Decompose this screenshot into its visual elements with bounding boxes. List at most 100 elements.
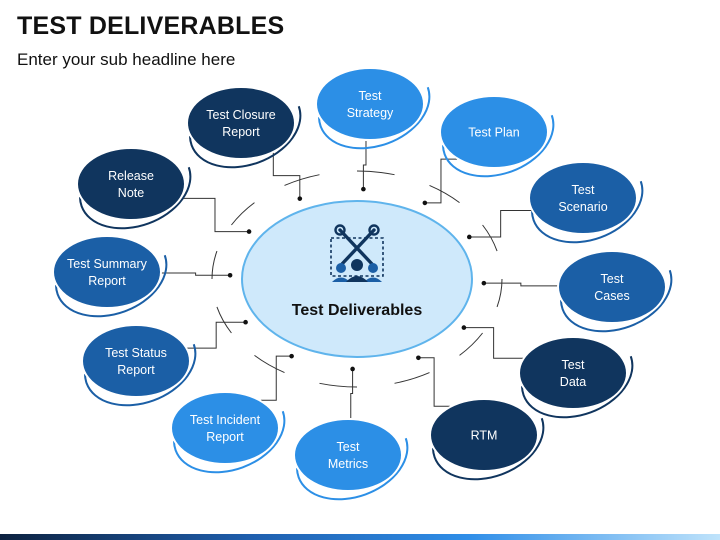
node-shape <box>559 252 665 322</box>
connector-test-cases <box>483 282 558 287</box>
node-outer-arc <box>559 247 673 333</box>
page-subtitle: Enter your sub headline here <box>17 50 236 69</box>
connector-dot-test-status-report <box>243 319 248 325</box>
connector-dot-test-data <box>461 325 467 330</box>
ring-arc-segment <box>356 170 395 176</box>
ring-arc-segment <box>211 250 218 280</box>
node-label-line: Data <box>560 375 586 389</box>
node-label-line: Test Status <box>105 346 167 360</box>
ring-arc-segment <box>319 382 358 388</box>
node-label-line: Note <box>118 186 144 200</box>
page-title: TEST DELIVERABLES <box>17 12 285 40</box>
node-label-line: Report <box>88 274 126 288</box>
node-shape <box>530 163 636 233</box>
connector-dot-test-cases <box>481 280 487 286</box>
node-shape <box>172 393 278 463</box>
node-rtm: RTM <box>429 395 545 481</box>
connector-layer <box>161 140 558 418</box>
connector-test-data <box>463 327 524 359</box>
center-hub: Test Deliverables <box>241 200 473 358</box>
node-outer-arc <box>83 321 197 407</box>
connector-dot-test-closure-report <box>297 196 303 201</box>
node-shape <box>188 88 294 158</box>
connector-dot-test-metrics <box>350 366 355 372</box>
node-label-line: Test <box>359 89 382 103</box>
node-outer-arc <box>520 333 634 419</box>
node-outer-arc <box>188 83 302 169</box>
node-outer-arc <box>317 64 431 150</box>
ring-arc-segment <box>231 202 255 226</box>
node-test-plan: Test Plan <box>439 92 555 178</box>
bottom-accent-bar <box>0 534 720 540</box>
node-label-line: Report <box>222 125 260 139</box>
node-outer-arc <box>78 144 192 230</box>
node-shape <box>54 237 160 307</box>
connector-test-scenario <box>469 210 533 238</box>
ring-arc-segment <box>459 332 483 356</box>
node-outer-arc <box>54 232 168 318</box>
node-outer-arc <box>431 395 545 481</box>
node-shape <box>295 420 401 490</box>
node-outer-arc <box>295 415 409 501</box>
connector-test-summary-report <box>161 272 231 276</box>
node-label-line: Test <box>337 440 360 454</box>
node-label-line: Cases <box>594 289 629 303</box>
ring-arc-segment <box>482 224 498 252</box>
connector-dot-test-strategy <box>361 186 366 192</box>
node-outer-arc <box>172 388 286 474</box>
node-label-line: Scenario <box>558 200 607 214</box>
node-label-line: Metrics <box>328 457 368 471</box>
tools-team-icon <box>330 224 384 282</box>
connector-dot-rtm <box>416 355 421 361</box>
ring-arc-segment <box>216 306 232 334</box>
connector-test-status-report <box>186 321 246 349</box>
ring-arc-segment <box>496 278 503 308</box>
connector-dot-test-plan <box>422 200 428 206</box>
ring-arc-segment <box>254 354 285 373</box>
center-label: Test Deliverables <box>292 302 423 319</box>
node-label-line: RTM <box>471 429 498 443</box>
node-shape <box>431 400 537 470</box>
node-label-line: Report <box>117 363 155 377</box>
node-label-line: Test Incident <box>190 413 261 427</box>
connector-test-incident-report <box>260 355 292 401</box>
connector-test-plan <box>424 158 458 204</box>
node-label-line: Test Closure <box>206 108 276 122</box>
node-label-line: Test <box>562 358 585 372</box>
connector-test-closure-report <box>272 152 301 199</box>
connector-dot-test-summary-report <box>227 272 233 278</box>
node-shape <box>83 326 189 396</box>
connector-test-metrics <box>350 368 354 418</box>
node-label-line: Strategy <box>347 106 394 120</box>
node-label-line: Test Summary <box>67 257 148 271</box>
ring-arc-segment <box>394 372 430 384</box>
node-label-line: Release <box>108 169 154 183</box>
node-shape <box>78 149 184 219</box>
connector-dot-test-incident-report <box>289 353 294 359</box>
ring-arc-segment <box>429 185 460 204</box>
ring-arc-segment <box>284 174 320 186</box>
connector-dot-release-note <box>246 229 252 234</box>
connector-dot-test-scenario <box>466 234 472 240</box>
node-label-line: Test <box>601 272 624 286</box>
node-shape <box>441 97 547 167</box>
connector-test-strategy <box>362 140 367 190</box>
node-shape <box>520 338 626 408</box>
node-shape <box>317 69 423 139</box>
node-outer-arc <box>441 92 555 178</box>
node-label-line: Test Plan <box>468 126 519 140</box>
node-label-line: Test <box>572 183 595 197</box>
node-outer-arc <box>530 158 644 244</box>
